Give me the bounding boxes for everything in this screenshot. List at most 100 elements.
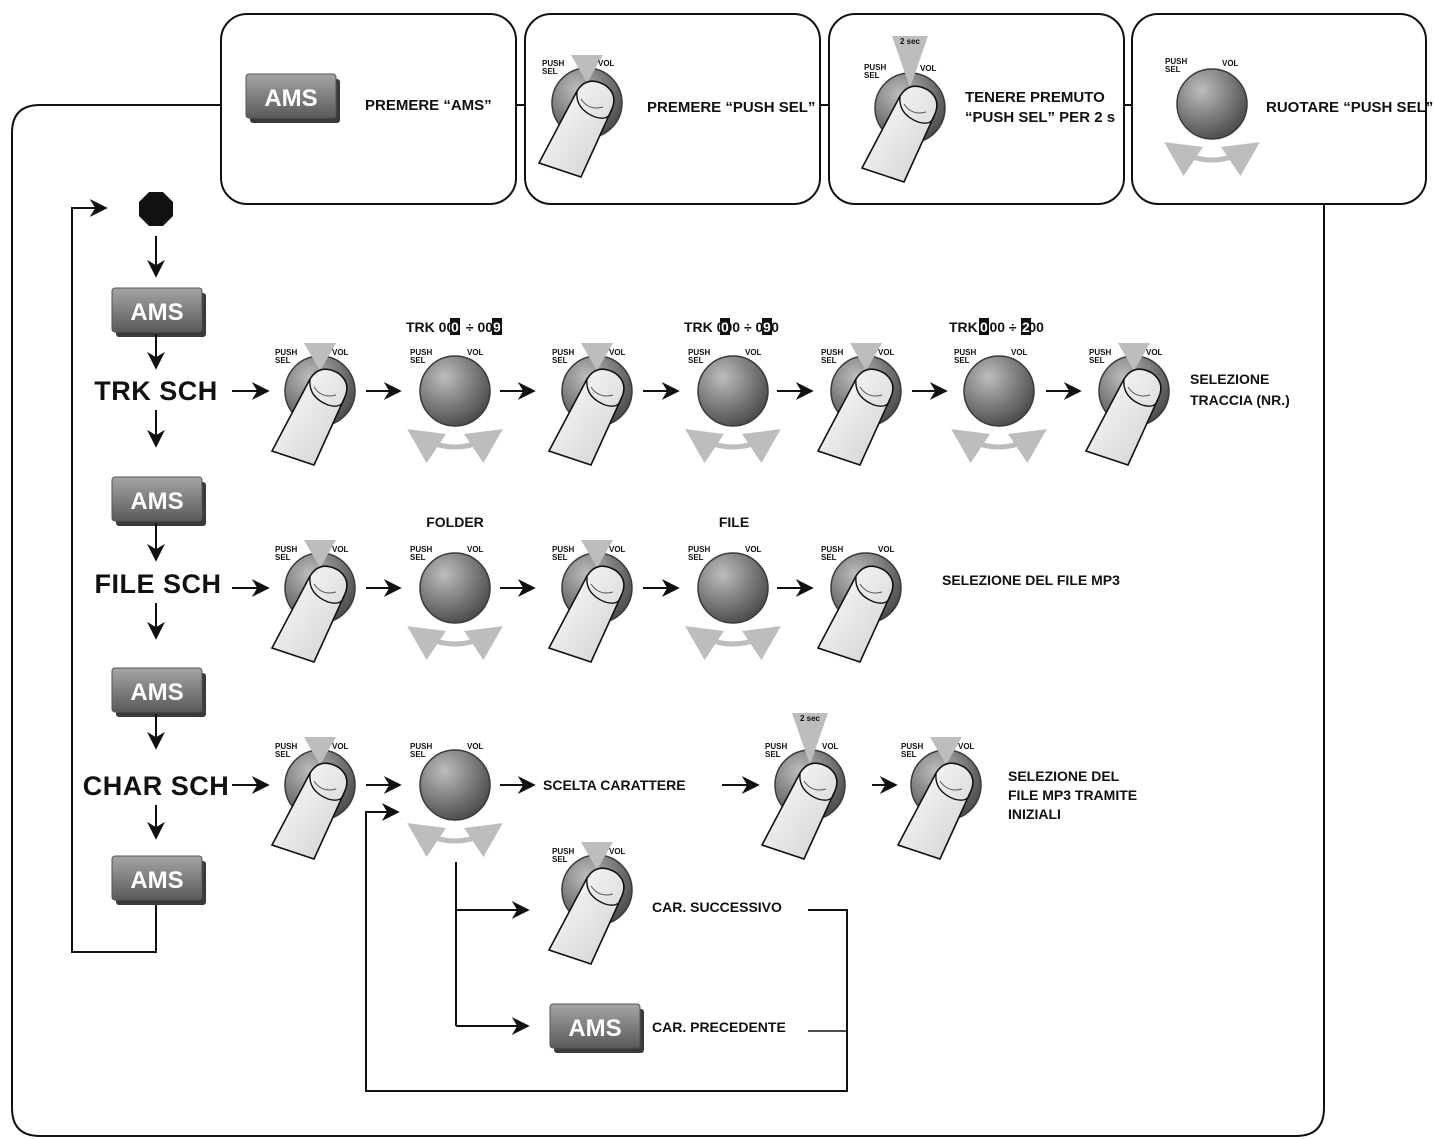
svg-text:SEL: SEL — [552, 553, 568, 562]
svg-text:SEL: SEL — [275, 750, 291, 759]
ams-button-legend-label: AMS — [264, 85, 317, 112]
svg-text:SEL: SEL — [552, 356, 568, 365]
legend-hold-caption-1: TENERE PREMUTO — [965, 89, 1105, 106]
svg-text:VOL: VOL — [332, 545, 349, 554]
svg-text:AMS: AMS — [130, 679, 183, 706]
char-result-3: INIZIALI — [1008, 806, 1061, 822]
char-next-label: CAR. SUCCESSIVO — [652, 899, 782, 915]
trk-result-1: SELEZIONE — [1190, 371, 1269, 387]
svg-text:PUSH: PUSH — [864, 63, 886, 72]
svg-text:VOL: VOL — [598, 59, 615, 68]
char-result-1: SELEZIONE DEL — [1008, 768, 1120, 784]
svg-text:9: 9 — [493, 319, 501, 335]
svg-text:PUSH: PUSH — [552, 545, 574, 554]
mode-char-sch: CHAR SCH — [83, 771, 230, 801]
svg-text:AMS: AMS — [130, 867, 183, 894]
svg-text:VOL: VOL — [822, 742, 839, 751]
char-choose-label: SCELTA CARATTERE — [543, 777, 686, 793]
char-result-2: FILE MP3 TRAMITE — [1008, 787, 1137, 803]
outer-frame — [11, 104, 1325, 1137]
file-label: FILE — [719, 514, 749, 530]
svg-text:SEL: SEL — [410, 356, 426, 365]
svg-text:VOL: VOL — [1011, 348, 1028, 357]
svg-text:0: 0 — [980, 319, 988, 335]
push-knob-legend: PUSH SEL VOL — [538, 55, 623, 178]
hold-knob-legend: PUSH SEL VOL 2 sec — [861, 36, 946, 183]
svg-text:PUSH: PUSH — [552, 348, 574, 357]
char-hold-badge: 2 sec — [800, 714, 821, 723]
svg-text:0: 0 — [721, 319, 729, 335]
svg-text:VOL: VOL — [467, 348, 484, 357]
svg-text:PUSH: PUSH — [410, 348, 432, 357]
svg-text:VOL: VOL — [332, 742, 349, 751]
svg-text:9: 9 — [763, 319, 771, 335]
mode-column: AMS TRK SCH AMS FILE SCH AMS CHAR SCH AM… — [71, 192, 230, 953]
rotate-knob-legend: PUSH SEL VOL — [1165, 57, 1254, 160]
trk-result-2: TRACCIA (NR.) — [1190, 392, 1290, 408]
svg-text:SEL: SEL — [275, 553, 291, 562]
svg-text:SEL: SEL — [410, 553, 426, 562]
svg-text:PUSH: PUSH — [275, 742, 297, 751]
char-prev-label: CAR. PRECEDENTE — [652, 1019, 786, 1035]
svg-text:SEL: SEL — [688, 553, 704, 562]
svg-text:PUSH: PUSH — [410, 545, 432, 554]
svg-text:VOL: VOL — [467, 545, 484, 554]
svg-text:VOL: VOL — [745, 348, 762, 357]
svg-text:SEL: SEL — [542, 67, 558, 76]
svg-text:SEL: SEL — [1089, 356, 1105, 365]
svg-text:SEL: SEL — [275, 356, 291, 365]
svg-text:VOL: VOL — [878, 348, 895, 357]
svg-text:VOL: VOL — [745, 545, 762, 554]
hold-badge: 2 sec — [900, 37, 921, 46]
svg-text:PUSH: PUSH — [688, 545, 710, 554]
svg-text:VOL: VOL — [609, 545, 626, 554]
svg-text:SEL: SEL — [864, 71, 880, 80]
svg-text:PUSH: PUSH — [1089, 348, 1111, 357]
svg-text:PUSH: PUSH — [552, 847, 574, 856]
svg-text:SEL: SEL — [1165, 65, 1181, 74]
svg-text:2: 2 — [1022, 319, 1030, 335]
svg-text:SEL: SEL — [765, 750, 781, 759]
svg-text:PUSH: PUSH — [275, 545, 297, 554]
svg-text:0: 0 — [451, 319, 459, 335]
legend-panel-rotate — [1131, 13, 1427, 205]
mode-trk-sch: TRK SCH — [94, 376, 218, 406]
legend-hold-caption-2: “PUSH SEL” PER 2 s — [965, 109, 1115, 126]
start-stop-icon — [139, 192, 173, 226]
svg-text:AMS: AMS — [130, 299, 183, 326]
svg-text:PUSH: PUSH — [688, 348, 710, 357]
svg-text:VOL: VOL — [467, 742, 484, 751]
svg-text:PUSH: PUSH — [821, 348, 843, 357]
svg-text:PUSH: PUSH — [542, 59, 564, 68]
legend-push-caption: PREMERE “PUSH SEL” — [647, 99, 815, 116]
svg-text:PUSH: PUSH — [821, 545, 843, 554]
svg-text:PUSH: PUSH — [765, 742, 787, 751]
svg-text:SEL: SEL — [901, 750, 917, 759]
svg-text:PUSH: PUSH — [410, 742, 432, 751]
svg-text:VOL: VOL — [920, 64, 937, 73]
legend-ams-caption: PREMERE “AMS” — [365, 97, 492, 114]
legend: AMS PREMERE “AMS” PUSH SEL VOL PREMERE “… — [220, 13, 1433, 205]
svg-text:AMS: AMS — [130, 488, 183, 515]
folder-label: FOLDER — [426, 514, 484, 530]
